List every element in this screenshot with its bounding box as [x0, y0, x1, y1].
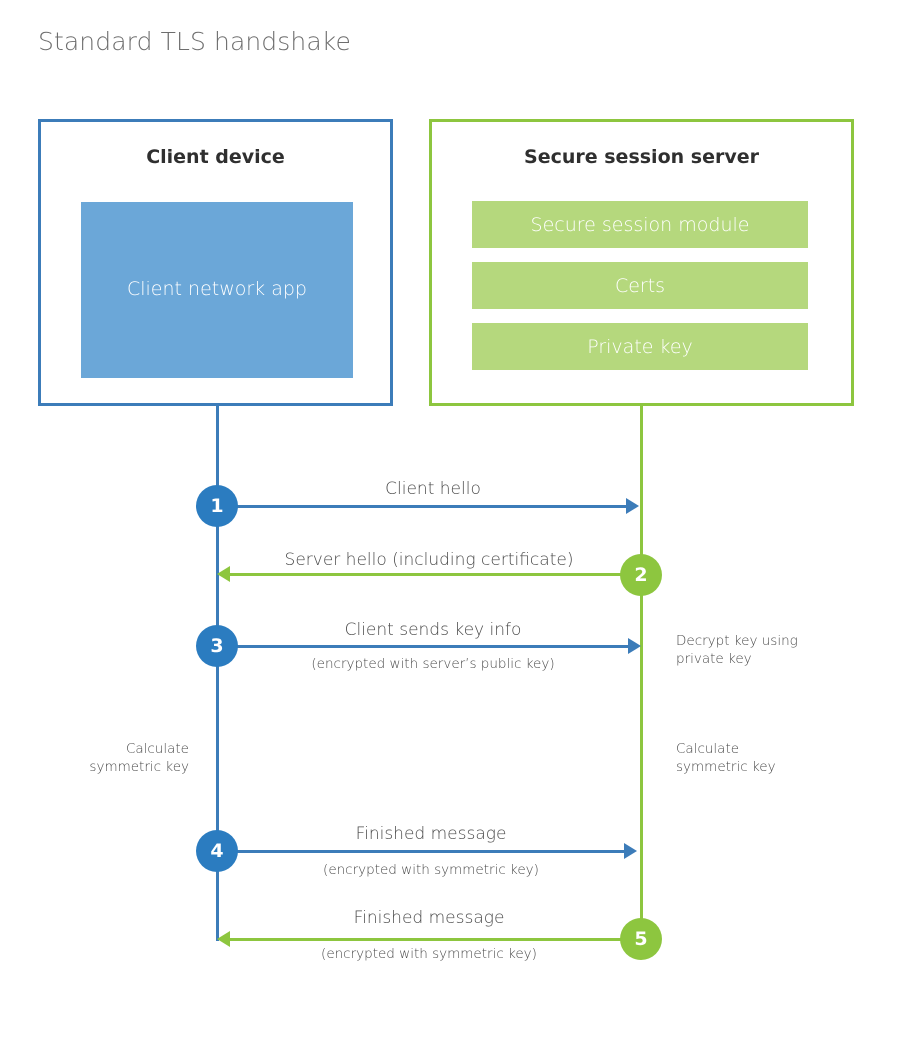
step-3-arrow-head-icon: [628, 638, 641, 654]
step-3-sublabel: (encrypted with server’s public key): [311, 656, 555, 672]
server-lifeline: [640, 406, 643, 941]
client-device-title: Client device: [146, 146, 285, 168]
client-network-app-block: Client network app: [81, 202, 353, 378]
step-3-arrow-line: [217, 645, 628, 648]
step-5-arrow-head-icon: [217, 931, 230, 947]
note-server-calc-line2: symmetric key: [676, 759, 776, 776]
step-1-arrow-line: [217, 505, 626, 508]
client-lifeline: [216, 406, 219, 941]
note-client-calc-line1: Calculate: [125, 741, 189, 757]
step-5-arrow-line: [230, 938, 622, 941]
note-decrypt-key-line2: private key: [676, 651, 752, 668]
note-client-calculate-symmetric-key: Calculate symmetric key: [0, 740, 189, 776]
secure-session-server-title: Secure session server: [524, 146, 759, 168]
secure-session-server-box: Secure session server Secure session mod…: [429, 119, 854, 406]
step-4-label: Finished message: [355, 824, 507, 844]
step-2-arrow-head-icon: [217, 566, 230, 582]
step-4-arrow-head-icon: [624, 843, 637, 859]
step-badge-4: 4: [196, 830, 238, 872]
note-decrypt-key-line1: Decrypt key using: [676, 633, 798, 649]
step-5-sublabel: (encrypted with symmetric key): [321, 946, 537, 962]
note-client-calc-line2: symmetric key: [89, 759, 189, 776]
step-4-sublabel: (encrypted with symmetric key): [323, 862, 539, 878]
step-badge-5: 5: [620, 918, 662, 960]
note-decrypt-key: Decrypt key using private key: [676, 632, 876, 668]
server-block-private-key: Private key: [472, 323, 808, 370]
step-2-label: Server hello (including certificate): [284, 550, 574, 570]
step-5-label: Finished message: [353, 908, 505, 928]
step-4-arrow-line: [217, 850, 624, 853]
note-server-calc-line1: Calculate: [676, 741, 740, 757]
note-server-calculate-symmetric-key: Calculate symmetric key: [676, 740, 876, 776]
step-badge-3: 3: [196, 625, 238, 667]
step-badge-1: 1: [196, 485, 238, 527]
server-block-certs: Certs: [472, 262, 808, 309]
step-badge-2: 2: [620, 554, 662, 596]
page-title: Standard TLS handshake: [38, 27, 351, 56]
client-device-box: Client device Client network app: [38, 119, 393, 406]
server-block-secure-session-module: Secure session module: [472, 201, 808, 248]
step-1-arrow-head-icon: [626, 498, 639, 514]
step-3-label: Client sends key info: [344, 620, 522, 640]
step-1-label: Client hello: [385, 479, 481, 499]
step-2-arrow-line: [230, 573, 626, 576]
